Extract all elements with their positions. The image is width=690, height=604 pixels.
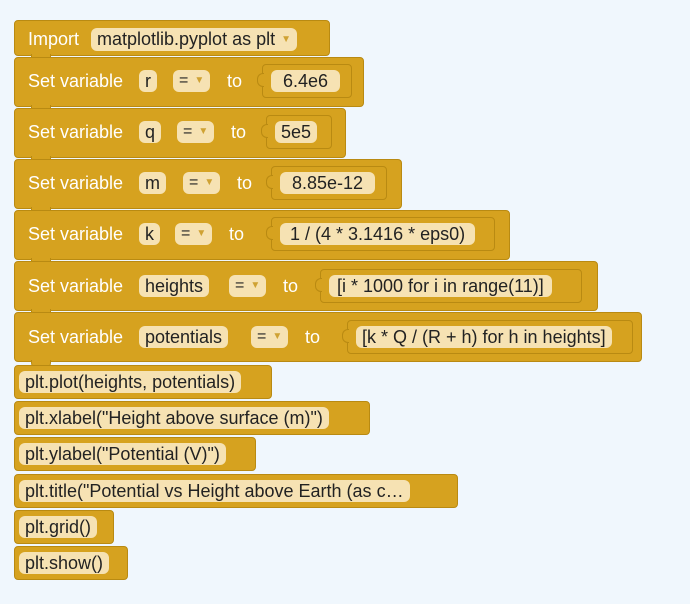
operator-dropdown[interactable]: =▼ <box>177 121 215 144</box>
code-text-grid[interactable]: plt.grid() <box>19 516 98 538</box>
value-slot: [k * Q / (R + h) for h in heights] <box>342 320 633 354</box>
operator-label: = <box>179 72 189 90</box>
code-text-ylabel[interactable]: plt.ylabel("Potential (V)") <box>19 443 226 465</box>
operator-dropdown[interactable]: =▼ <box>183 172 221 195</box>
to-label: to <box>231 122 247 142</box>
value-slot: 5e5 <box>261 115 332 149</box>
value-slot: 1 / (4 * 3.1416 * eps0) <box>266 217 495 251</box>
import-block[interactable]: Import matplotlib.pyplot as plt ▼ <box>14 20 330 62</box>
operator-label: = <box>189 174 199 192</box>
operator-dropdown[interactable]: =▼ <box>173 70 211 93</box>
code-block-show[interactable]: plt.show() <box>14 546 128 580</box>
set-variable-label: Set variable <box>28 327 124 347</box>
operator-label: = <box>183 123 193 141</box>
variable-name-q[interactable]: q <box>139 121 162 143</box>
to-label: to <box>237 173 253 193</box>
import-module-label: matplotlib.pyplot as plt <box>97 29 276 49</box>
import-module-dropdown[interactable]: matplotlib.pyplot as plt ▼ <box>91 28 297 52</box>
value-slot: 8.85e-12 <box>266 166 387 200</box>
to-label: to <box>227 71 243 91</box>
code-block-plot[interactable]: plt.plot(heights, potentials) <box>14 365 272 399</box>
to-label: to <box>283 276 299 296</box>
to-label: to <box>229 224 245 244</box>
variable-name-r[interactable]: r <box>139 70 157 92</box>
operator-dropdown[interactable]: =▼ <box>251 326 289 349</box>
value-field-heights[interactable]: [i * 1000 for i in range(11)] <box>329 275 552 297</box>
import-keyword: Import <box>28 29 80 49</box>
variable-name-potentials[interactable]: potentials <box>139 326 229 348</box>
chevron-down-icon: ▼ <box>204 177 215 188</box>
value-field-m[interactable]: 8.85e-12 <box>280 172 376 194</box>
code-block-title[interactable]: plt.title("Potential vs Height above Ear… <box>14 474 458 508</box>
operator-label: = <box>257 328 267 346</box>
chevron-down-icon: ▼ <box>281 34 291 46</box>
set-variable-label: Set variable <box>28 224 124 244</box>
set-variable-block-r[interactable]: Set variable r =▼ to 6.4e6 <box>14 57 364 113</box>
to-label: to <box>305 327 321 347</box>
code-text-title[interactable]: plt.title("Potential vs Height above Ear… <box>19 480 410 502</box>
operator-label: = <box>181 225 191 243</box>
variable-name-m[interactable]: m <box>139 172 166 194</box>
set-variable-block-k[interactable]: Set variable k =▼ to 1 / (4 * 3.1416 * e… <box>14 210 510 266</box>
variable-name-k[interactable]: k <box>139 223 160 245</box>
code-block-ylabel[interactable]: plt.ylabel("Potential (V)") <box>14 437 256 471</box>
set-variable-label: Set variable <box>28 71 124 91</box>
operator-label: = <box>235 277 245 295</box>
value-field-k[interactable]: 1 / (4 * 3.1416 * eps0) <box>280 223 476 245</box>
code-text-show[interactable]: plt.show() <box>19 552 110 574</box>
chevron-down-icon: ▼ <box>196 228 207 239</box>
value-slot: 6.4e6 <box>257 64 352 98</box>
set-variable-block-potentials[interactable]: Set variable potentials =▼ to [k * Q / (… <box>14 312 642 368</box>
value-field-q[interactable]: 5e5 <box>275 121 318 143</box>
value-field-potentials[interactable]: [k * Q / (R + h) for h in heights] <box>356 326 612 348</box>
code-block-grid[interactable]: plt.grid() <box>14 510 114 544</box>
code-text-plot[interactable]: plt.plot(heights, potentials) <box>19 371 242 393</box>
chevron-down-icon: ▼ <box>194 75 205 86</box>
set-variable-block-m[interactable]: Set variable m =▼ to 8.85e-12 <box>14 159 402 215</box>
value-field-r[interactable]: 6.4e6 <box>271 70 341 92</box>
variable-name-heights[interactable]: heights <box>139 275 210 297</box>
operator-dropdown[interactable]: =▼ <box>175 223 213 246</box>
set-variable-block-heights[interactable]: Set variable heights =▼ to [i * 1000 for… <box>14 261 598 317</box>
value-slot: [i * 1000 for i in range(11)] <box>315 269 582 303</box>
code-text-xlabel[interactable]: plt.xlabel("Height above surface (m)") <box>19 407 329 429</box>
block-stack: Import matplotlib.pyplot as plt ▼ Set var… <box>14 0 690 604</box>
set-variable-label: Set variable <box>28 173 124 193</box>
code-block-xlabel[interactable]: plt.xlabel("Height above surface (m)") <box>14 401 370 435</box>
chevron-down-icon: ▼ <box>272 331 283 342</box>
set-variable-label: Set variable <box>28 276 124 296</box>
chevron-down-icon: ▼ <box>198 126 209 137</box>
set-variable-block-q[interactable]: Set variable q =▼ to 5e5 <box>14 108 346 164</box>
set-variable-label: Set variable <box>28 122 124 142</box>
chevron-down-icon: ▼ <box>250 280 261 291</box>
operator-dropdown[interactable]: =▼ <box>229 275 267 298</box>
